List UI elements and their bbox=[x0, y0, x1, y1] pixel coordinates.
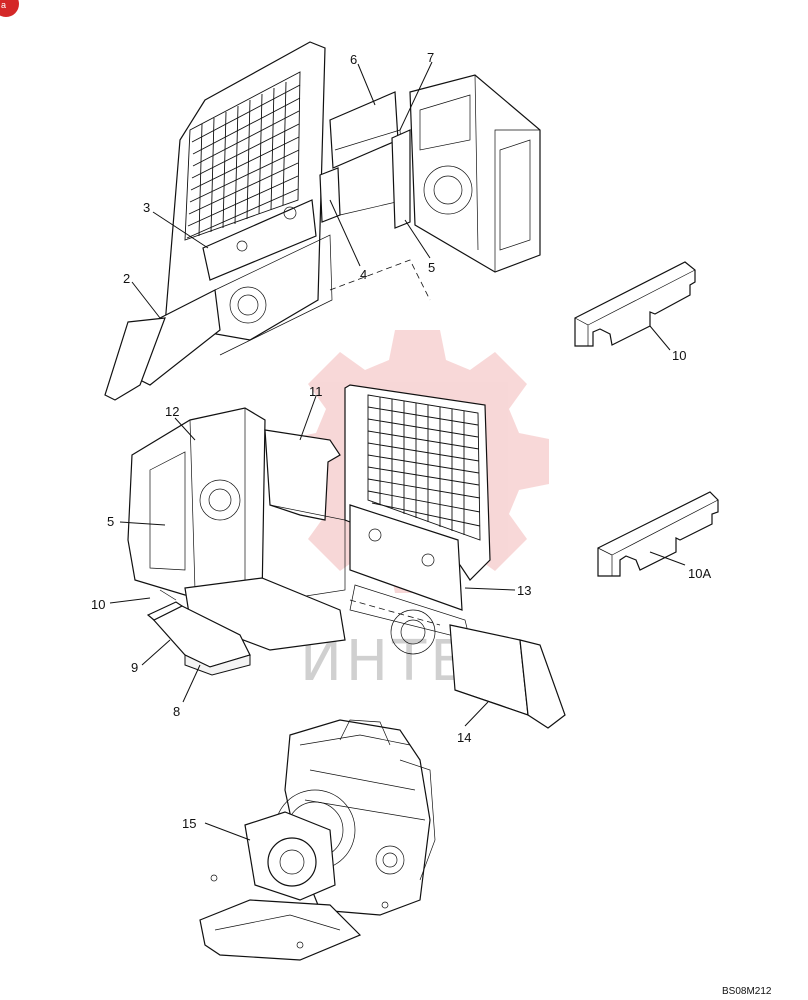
top-assembly bbox=[104, 41, 541, 401]
engine-assembly bbox=[199, 719, 436, 961]
callout-6: 6 bbox=[350, 52, 357, 67]
callout-5-top: 5 bbox=[428, 260, 435, 275]
callout-8: 8 bbox=[173, 704, 180, 719]
foam-block-10a: 10A bbox=[597, 491, 719, 581]
callout-14: 14 bbox=[457, 730, 471, 745]
callout-4: 4 bbox=[360, 267, 367, 282]
callout-7: 7 bbox=[427, 50, 434, 65]
callout-2: 2 bbox=[123, 271, 130, 286]
middle-callouts: 11 12 5 10 9 8 13 14 bbox=[91, 384, 531, 745]
top-left-grille-mesh bbox=[184, 71, 301, 241]
middle-grille-mesh bbox=[367, 394, 481, 541]
callout-9: 9 bbox=[131, 660, 138, 675]
callout-12: 11 bbox=[309, 384, 323, 399]
top-callouts: 6 7 3 2 4 5 bbox=[123, 50, 435, 319]
callout-10a: 10A bbox=[688, 566, 711, 581]
callout-15: 15 bbox=[182, 816, 196, 831]
foam-block-10: 10 bbox=[574, 261, 696, 363]
drawing-code: BS08M212 bbox=[722, 986, 772, 997]
callout-13: 13 bbox=[517, 583, 531, 598]
red-circle-badge-icon: a bbox=[0, 0, 19, 17]
callout-10-middle: 10 bbox=[91, 597, 105, 612]
middle-assembly bbox=[127, 384, 566, 729]
svg-text:a: a bbox=[1, 0, 6, 10]
callout-11: 12 bbox=[165, 404, 179, 419]
callout-3: 3 bbox=[143, 200, 150, 215]
bottom-callouts: 15 bbox=[182, 816, 251, 841]
callout-10-top: 10 bbox=[672, 348, 686, 363]
callout-5-middle: 5 bbox=[107, 514, 114, 529]
